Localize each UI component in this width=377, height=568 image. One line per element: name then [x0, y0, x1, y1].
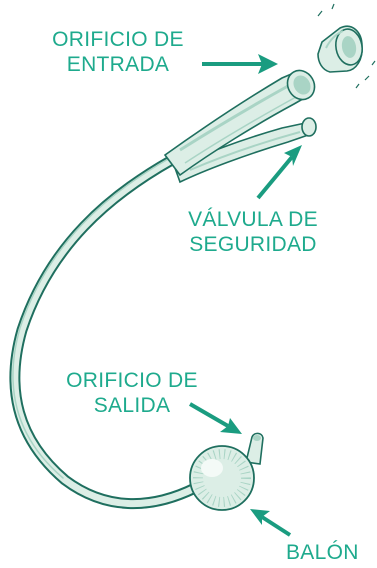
inlet-cap — [317, 25, 363, 73]
outlet-tip — [245, 432, 264, 465]
safety-valve-label: VÁLVULA DE SEGURIDAD — [188, 208, 318, 256]
motion-marks — [317, 3, 376, 89]
outlet-arrow — [188, 402, 242, 434]
valve-arrow — [256, 145, 302, 200]
balloon-label: BALÓN — [286, 541, 359, 564]
inlet-arrow — [202, 54, 278, 74]
balloon — [189, 445, 255, 511]
balloon-arrow — [250, 509, 292, 537]
inlet-port-label: ORIFICIO DE ENTRADA — [52, 28, 184, 76]
outlet-port-label: ORIFICIO DE SALIDA — [66, 369, 198, 417]
valve-tip — [301, 117, 317, 137]
